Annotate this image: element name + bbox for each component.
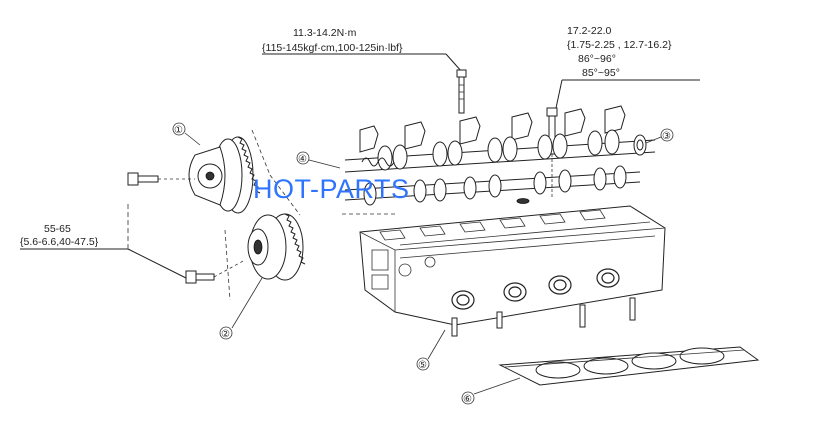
callout-1-text: ① xyxy=(174,125,183,136)
callout-2: ② xyxy=(219,277,263,340)
leader-line xyxy=(445,53,463,73)
callout-6: ⑥ xyxy=(461,377,521,405)
torque-sprocket-line2: {5.6-6.6,40-47.5} xyxy=(20,236,99,248)
leader-line xyxy=(127,248,187,279)
torque-label-cam-cap: 17.2-22.0 {1.75-2.25 , 12.7-16.2} 86°~96… xyxy=(555,25,700,109)
torque-sprocket-line1: 55-65 xyxy=(44,223,71,235)
callout-6-text: ⑥ xyxy=(463,394,472,405)
callout-3: ③ xyxy=(645,128,674,144)
callout-4-text: ④ xyxy=(298,154,307,165)
cam-cap-bolt-right xyxy=(516,107,558,204)
cam-cap-bolt-top xyxy=(456,69,467,114)
torque-cam-line2: {1.75-2.25 , 12.7-16.2} xyxy=(567,39,672,51)
torque-cam-line3: 86°~96° xyxy=(578,53,616,65)
torque-bolt-top-line2: {115-145kgf·cm,100-125in·lbf} xyxy=(262,42,403,54)
head-gasket xyxy=(498,346,760,386)
vvt-actuator xyxy=(188,136,261,214)
sprocket-bolt-lower xyxy=(185,259,246,284)
callout-4: ④ xyxy=(296,151,341,169)
torque-cam-line1: 17.2-22.0 xyxy=(567,25,612,37)
torque-label-sprocket: 55-65 {5.6-6.6,40-47.5} xyxy=(20,204,187,279)
cylinder-head xyxy=(359,205,666,337)
camshaft-assembly xyxy=(342,105,656,215)
callout-1: ① xyxy=(172,122,201,146)
callout-3-text: ③ xyxy=(662,131,671,142)
callout-5: ⑤ xyxy=(416,329,446,371)
sprocket-bolt-upper xyxy=(127,172,195,186)
callout-2-text: ② xyxy=(221,329,230,340)
leader-line xyxy=(555,79,563,109)
watermark-text: HOT-PARTS xyxy=(253,174,410,204)
callout-5-text: ⑤ xyxy=(418,360,427,371)
exhaust-sprocket xyxy=(247,213,306,281)
torque-cam-line4: 85°~95° xyxy=(582,67,620,79)
torque-label-bolt-top: 11.3-14.2N·m {115-145kgf·cm,100-125in·lb… xyxy=(262,27,463,73)
torque-bolt-top-line1: 11.3-14.2N·m xyxy=(293,27,357,39)
